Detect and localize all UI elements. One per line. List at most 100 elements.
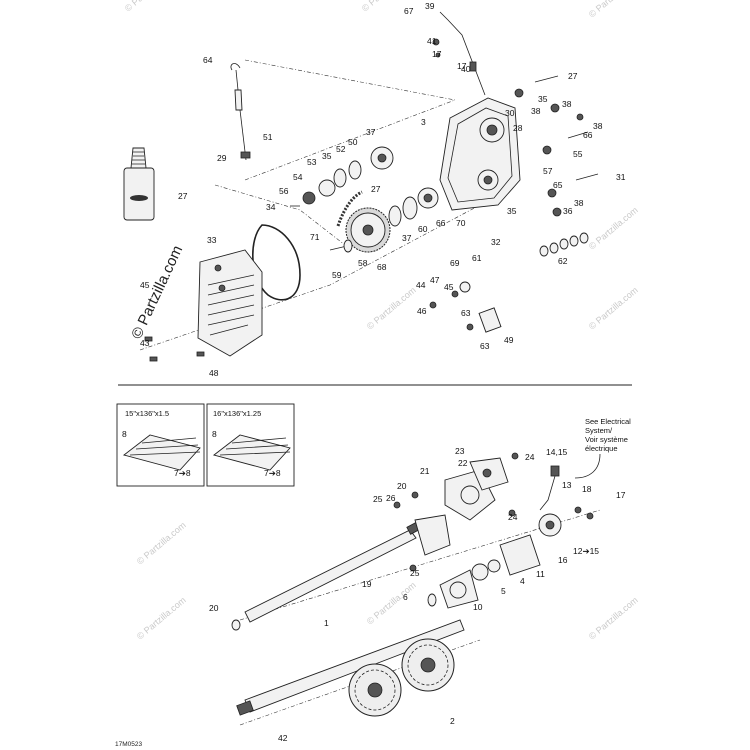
callout-label: 63 [461, 308, 471, 318]
callout-label: 27 [568, 71, 578, 81]
svg-text:See Electrical: See Electrical [585, 417, 631, 426]
callout-label: 10 [473, 602, 483, 612]
electrical-note: See Electrical System/ Voir système élec… [574, 417, 631, 479]
callout-label: 35 [322, 151, 332, 161]
callout-label: 60 [418, 224, 428, 234]
callout-label: 63 [480, 341, 490, 351]
callout-label: 42 [278, 733, 288, 743]
watermark-text: © Partzilla.com [587, 285, 640, 332]
callout-label: 45 [140, 280, 150, 290]
track-option-ref-2: 8 [212, 429, 217, 439]
callout-label: 21 [420, 466, 430, 476]
bearing-plate [499, 534, 541, 576]
callout-label: 64 [203, 55, 213, 65]
callout-label: 27 [371, 184, 381, 194]
callout-label: 5 [501, 586, 506, 596]
callout-label: 17 [616, 490, 626, 500]
track-option-arrow-2: 7➔8 [264, 468, 281, 478]
callout-label: 22 [458, 458, 468, 468]
callout-label: 62 [558, 256, 568, 266]
callout-label: 55 [573, 149, 583, 159]
callout-label: 71 [310, 232, 320, 242]
callout-label: 13 [562, 480, 572, 490]
control-rod [439, 11, 486, 96]
chaincase-cover [197, 249, 263, 357]
callout-label: 2 [450, 716, 455, 726]
drive-gear-stack [290, 146, 394, 207]
drive-shaft-upper [244, 529, 417, 623]
callout-label: 52 [336, 144, 346, 154]
svg-text:System/: System/ [585, 426, 613, 435]
callout-label: 50 [348, 137, 358, 147]
callout-label: 61 [472, 253, 482, 263]
callout-label: 25 [410, 568, 420, 578]
bolt [534, 75, 559, 83]
callout-label: 68 [377, 262, 387, 272]
callout-label: 45 [444, 282, 454, 292]
callout-label: 46 [417, 306, 427, 316]
callout-label: 59 [332, 270, 342, 280]
callout-label: 29 [217, 153, 227, 163]
track-option-size-1: 15"x136"x1.5 [125, 409, 169, 418]
bearing-plate [414, 514, 451, 556]
track-option-size-2: 16"x136"x1.25 [213, 409, 261, 418]
callout-label: 18 [582, 484, 592, 494]
callout-label: 3 [421, 117, 426, 127]
callout-label: 34 [266, 202, 276, 212]
watermark-text: © Partzilla.com [365, 285, 418, 332]
callout-label: 25 [373, 494, 383, 504]
watermark-main: © Partzilla.com [128, 243, 186, 342]
callout-label: 35 [507, 206, 517, 216]
shim-set [539, 232, 589, 257]
bolt [144, 336, 153, 342]
bolt [196, 351, 205, 357]
washer [402, 196, 418, 220]
callout-label: 17 [432, 49, 442, 59]
watermark-text: © Partzilla.com [365, 580, 418, 627]
speed-sensor [550, 465, 560, 477]
callout-label: 56 [279, 186, 289, 196]
oil-bottle [123, 147, 155, 221]
callout-label: 28 [513, 123, 523, 133]
callout-label: 26 [386, 493, 396, 503]
callout-label: 6 [403, 592, 408, 602]
callout-label: 24 [525, 452, 535, 462]
bolt [567, 131, 589, 139]
gasket [252, 224, 301, 301]
watermark-text: © Partzilla.com [135, 595, 188, 642]
callout-label: 44 [416, 280, 426, 290]
callout-label: 33 [207, 235, 217, 245]
callout-label: 16 [558, 555, 568, 565]
driven-sprocket [345, 207, 391, 253]
callout-label: 69 [450, 258, 460, 268]
callout-label: 57 [543, 166, 553, 176]
callout-label: 35 [538, 94, 548, 104]
callout-label: 66 [436, 218, 446, 228]
callout-label: 38 [574, 198, 584, 208]
callout-label: 36 [563, 206, 573, 216]
drive-chain [336, 190, 363, 227]
callout-label: 49 [504, 335, 514, 345]
callout-label: 47 [430, 275, 440, 285]
callout-label: 38 [562, 99, 572, 109]
bolt [149, 356, 158, 362]
callout-label: 37 [402, 233, 412, 243]
callout-label: 23 [455, 446, 465, 456]
callout-label: 39 [425, 1, 435, 11]
callout-label: 12➔15 [573, 546, 599, 556]
track-option-ref-1: 8 [122, 429, 127, 439]
svg-text:électrique: électrique [585, 444, 618, 453]
callout-label: 20 [209, 603, 219, 613]
callout-label: 40 [461, 64, 471, 74]
track-option-boxes: 15"x136"x1.5 8 7➔8 16"x136"x1.25 8 7➔8 [116, 403, 295, 487]
bolt [575, 173, 599, 181]
callout-label: 48 [209, 368, 219, 378]
watermark-text: © Partzilla.com [135, 520, 188, 567]
callout-label: 19 [362, 579, 372, 589]
dipstick [230, 63, 251, 161]
callout-label: 66 [583, 130, 593, 140]
callout-label: 27 [178, 191, 188, 201]
callout-label: 38 [593, 121, 603, 131]
